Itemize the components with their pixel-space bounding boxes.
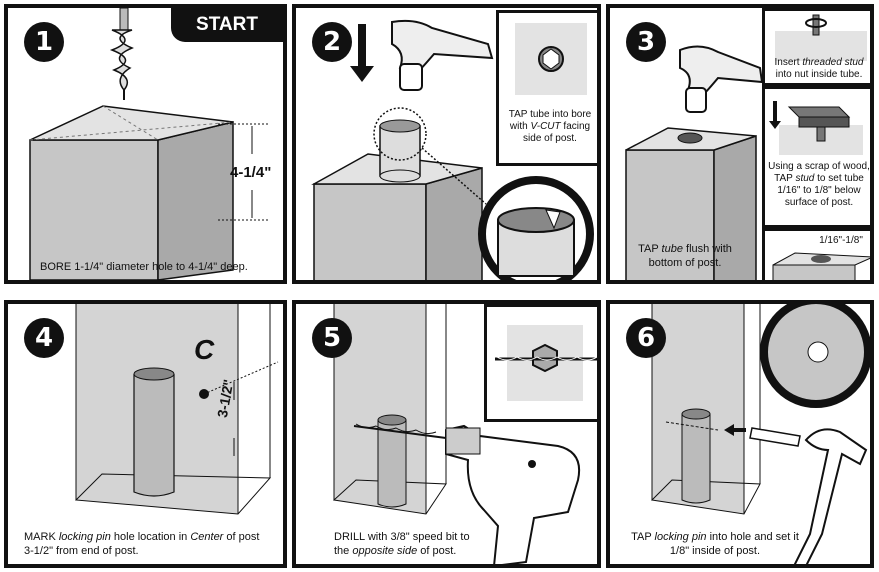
depth-dimension: 1/16"-1/8" bbox=[819, 235, 863, 246]
locking-pin-term: locking pin bbox=[58, 531, 111, 543]
stud-into-nut-drawing bbox=[775, 14, 867, 61]
depth-inset: 1/16"-1/8" bbox=[762, 228, 870, 280]
step-number-badge: 6 bbox=[626, 318, 666, 358]
step-6-panel: 6 TAP locking pin into hole and set it 1… bbox=[606, 300, 874, 568]
caption-text: TAP bbox=[638, 243, 662, 255]
tube-term: tube bbox=[661, 243, 683, 255]
step-number-badge: 1 bbox=[24, 22, 64, 62]
step-4-panel: 4 C 3-1/2" MARK locking pin hole locatio… bbox=[4, 300, 287, 568]
caption-text: of post. bbox=[417, 545, 457, 557]
step-number-badge: 3 bbox=[626, 22, 666, 62]
bore-depth-dimension: 4-1/4" bbox=[230, 164, 272, 181]
step-number-badge: 4 bbox=[24, 318, 64, 358]
step-4-illustration bbox=[74, 304, 279, 515]
opposite-side-term: opposite side bbox=[352, 545, 418, 557]
tube-top-view bbox=[515, 23, 587, 95]
center-mark-symbol: C bbox=[194, 334, 215, 365]
inset-text: surface of post. bbox=[784, 197, 854, 208]
caption-text: 1/8" inside of post. bbox=[669, 545, 761, 557]
stud-term: stud bbox=[795, 173, 815, 184]
step-5-illustration bbox=[332, 304, 580, 564]
step-3-caption: TAP tube flush with bottom of post. bbox=[630, 242, 740, 270]
step-number-badge: 5 bbox=[312, 318, 352, 358]
step-3-panel: 3 TAP tube flush with bottom of post. In… bbox=[606, 4, 874, 284]
v-cut-term: V-CUT bbox=[530, 121, 561, 132]
step-1-caption: BORE 1-1/4" diameter hole to 4-1/4" deep… bbox=[40, 261, 248, 273]
step-5-caption: DRILL with 3/8" speed bit to the opposit… bbox=[334, 530, 470, 558]
threaded-stud-term: threaded stud bbox=[802, 57, 864, 68]
caption-text: of post bbox=[223, 531, 260, 543]
caption-text: the bbox=[334, 545, 353, 557]
set-stud-inset: Using a scrap of wood, TAP stud to set t… bbox=[762, 86, 870, 228]
drill-through-inset bbox=[484, 304, 597, 422]
step-6-caption: TAP locking pin into hole and set it 1/8… bbox=[630, 530, 800, 558]
start-badge: START bbox=[171, 8, 283, 42]
inset-text: TAP bbox=[774, 173, 796, 184]
wood-scrap-drawing bbox=[769, 101, 863, 155]
threaded-stud-inset: Insert threaded stud into nut inside tub… bbox=[762, 8, 870, 86]
inset-caption-line: TAP tube into bore bbox=[508, 109, 592, 120]
step-5-panel: 5 DRILL with 3/8" speed bit to the oppos… bbox=[292, 300, 601, 568]
caption-text: into hole and set it bbox=[706, 531, 799, 543]
inset-text: Insert bbox=[774, 57, 803, 68]
step-6-illustration bbox=[650, 304, 870, 564]
caption-text: 3-1/2" from end of post. bbox=[24, 545, 139, 557]
caption-text: TAP bbox=[631, 531, 655, 543]
locking-pin-term: locking pin bbox=[654, 531, 707, 543]
step-4-caption: MARK locking pin hole location in Center… bbox=[24, 530, 259, 558]
inset-text: into nut inside tube. bbox=[775, 69, 863, 80]
caption-text: DRILL with 3/8" speed bit to bbox=[334, 531, 470, 543]
step-2-panel: 2 TAP tube into bore with V-CUT facing s… bbox=[292, 4, 601, 284]
caption-text: MARK bbox=[24, 531, 59, 543]
inset-caption-line: with bbox=[509, 121, 531, 132]
step-number-badge: 2 bbox=[312, 22, 352, 62]
step-2-illustration bbox=[311, 19, 594, 280]
inset-text: Using a scrap of wood, bbox=[768, 161, 870, 172]
caption-text: flush with bbox=[682, 243, 732, 255]
inset-text: to set tube bbox=[814, 173, 864, 184]
step-3-illustration bbox=[625, 45, 764, 280]
drill-through-nut-drawing bbox=[495, 325, 597, 401]
v-cut-inset: TAP tube into bore with V-CUT facing sid… bbox=[496, 10, 597, 166]
depth-drawing bbox=[772, 252, 870, 280]
inset-caption-line: facing bbox=[560, 121, 591, 132]
inset-text: 1/16" to 1/8" below bbox=[777, 185, 861, 196]
caption-text: bottom of post. bbox=[648, 257, 722, 269]
step-1-illustration bbox=[29, 8, 270, 280]
step-1-panel: 1 START 4-1/4" BORE 1-1/4" diameter hole… bbox=[4, 4, 287, 284]
center-term: Center bbox=[190, 531, 224, 543]
caption-text: hole location in bbox=[110, 531, 191, 543]
inset-caption-line: side of post. bbox=[523, 133, 577, 144]
